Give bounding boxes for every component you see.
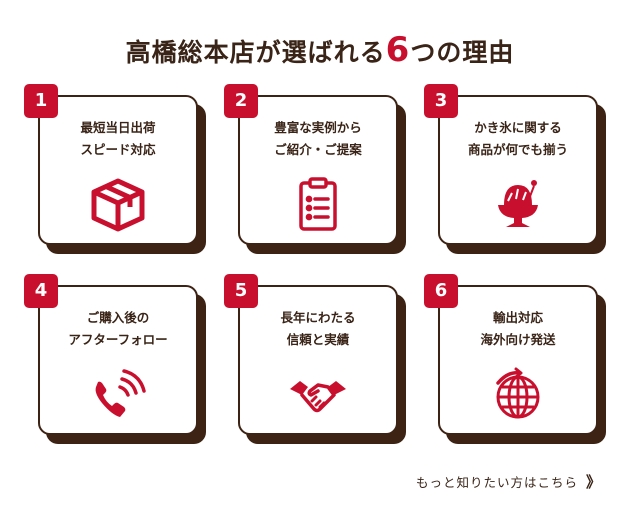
- reason-card-4: 4 ご購入後の アフターフォロー: [24, 274, 206, 444]
- reason-number: 1: [24, 84, 58, 118]
- reason-number: 2: [224, 84, 258, 118]
- reason-number: 4: [24, 274, 58, 308]
- box-icon: [88, 177, 148, 233]
- title-main: 高橋総本店が選ばれる: [125, 38, 386, 67]
- reason-label: 輸出対応 海外向け発送: [480, 310, 556, 347]
- reason-label: 最短当日出荷 スピード対応: [80, 120, 156, 157]
- phone-icon: [88, 367, 148, 423]
- reason-card-5: 5 長年にわたる 信頼と実績: [224, 274, 406, 444]
- reason-label: 豊富な実例から ご紹介・ご提案: [274, 120, 362, 157]
- reason-number: 3: [424, 84, 458, 118]
- double-chevron-right-icon: 》: [585, 473, 602, 491]
- reason-card-3: 3 かき氷に関する 商品が何でも揃う: [424, 84, 606, 254]
- reason-label: 長年にわたる 信頼と実績: [280, 310, 356, 347]
- shaved-ice-icon: [488, 177, 548, 233]
- reason-card-2: 2 豊富な実例から ご紹介・ご提案: [224, 84, 406, 254]
- reason-label: ご購入後の アフターフォロー: [68, 310, 168, 347]
- title-number: 6: [385, 30, 411, 70]
- more-info-label: もっと知りたい方はこちら: [415, 475, 578, 490]
- reason-label: かき氷に関する 商品が何でも揃う: [467, 120, 568, 157]
- reason-number: 6: [424, 274, 458, 308]
- reason-card-6: 6 輸出対応 海外向け発送: [424, 274, 606, 444]
- clipboard-icon: [288, 177, 348, 233]
- more-info-link[interactable]: もっと知りたい方はこちら》: [416, 471, 602, 492]
- title-suffix: つの理由: [410, 38, 515, 67]
- reason-number: 5: [224, 274, 258, 308]
- handshake-icon: [288, 367, 348, 423]
- globe-icon: [488, 367, 548, 423]
- reason-card-1: 1 最短当日出荷 スピード対応: [24, 84, 206, 254]
- page-title: 高橋総本店が選ばれる6つの理由: [0, 30, 640, 70]
